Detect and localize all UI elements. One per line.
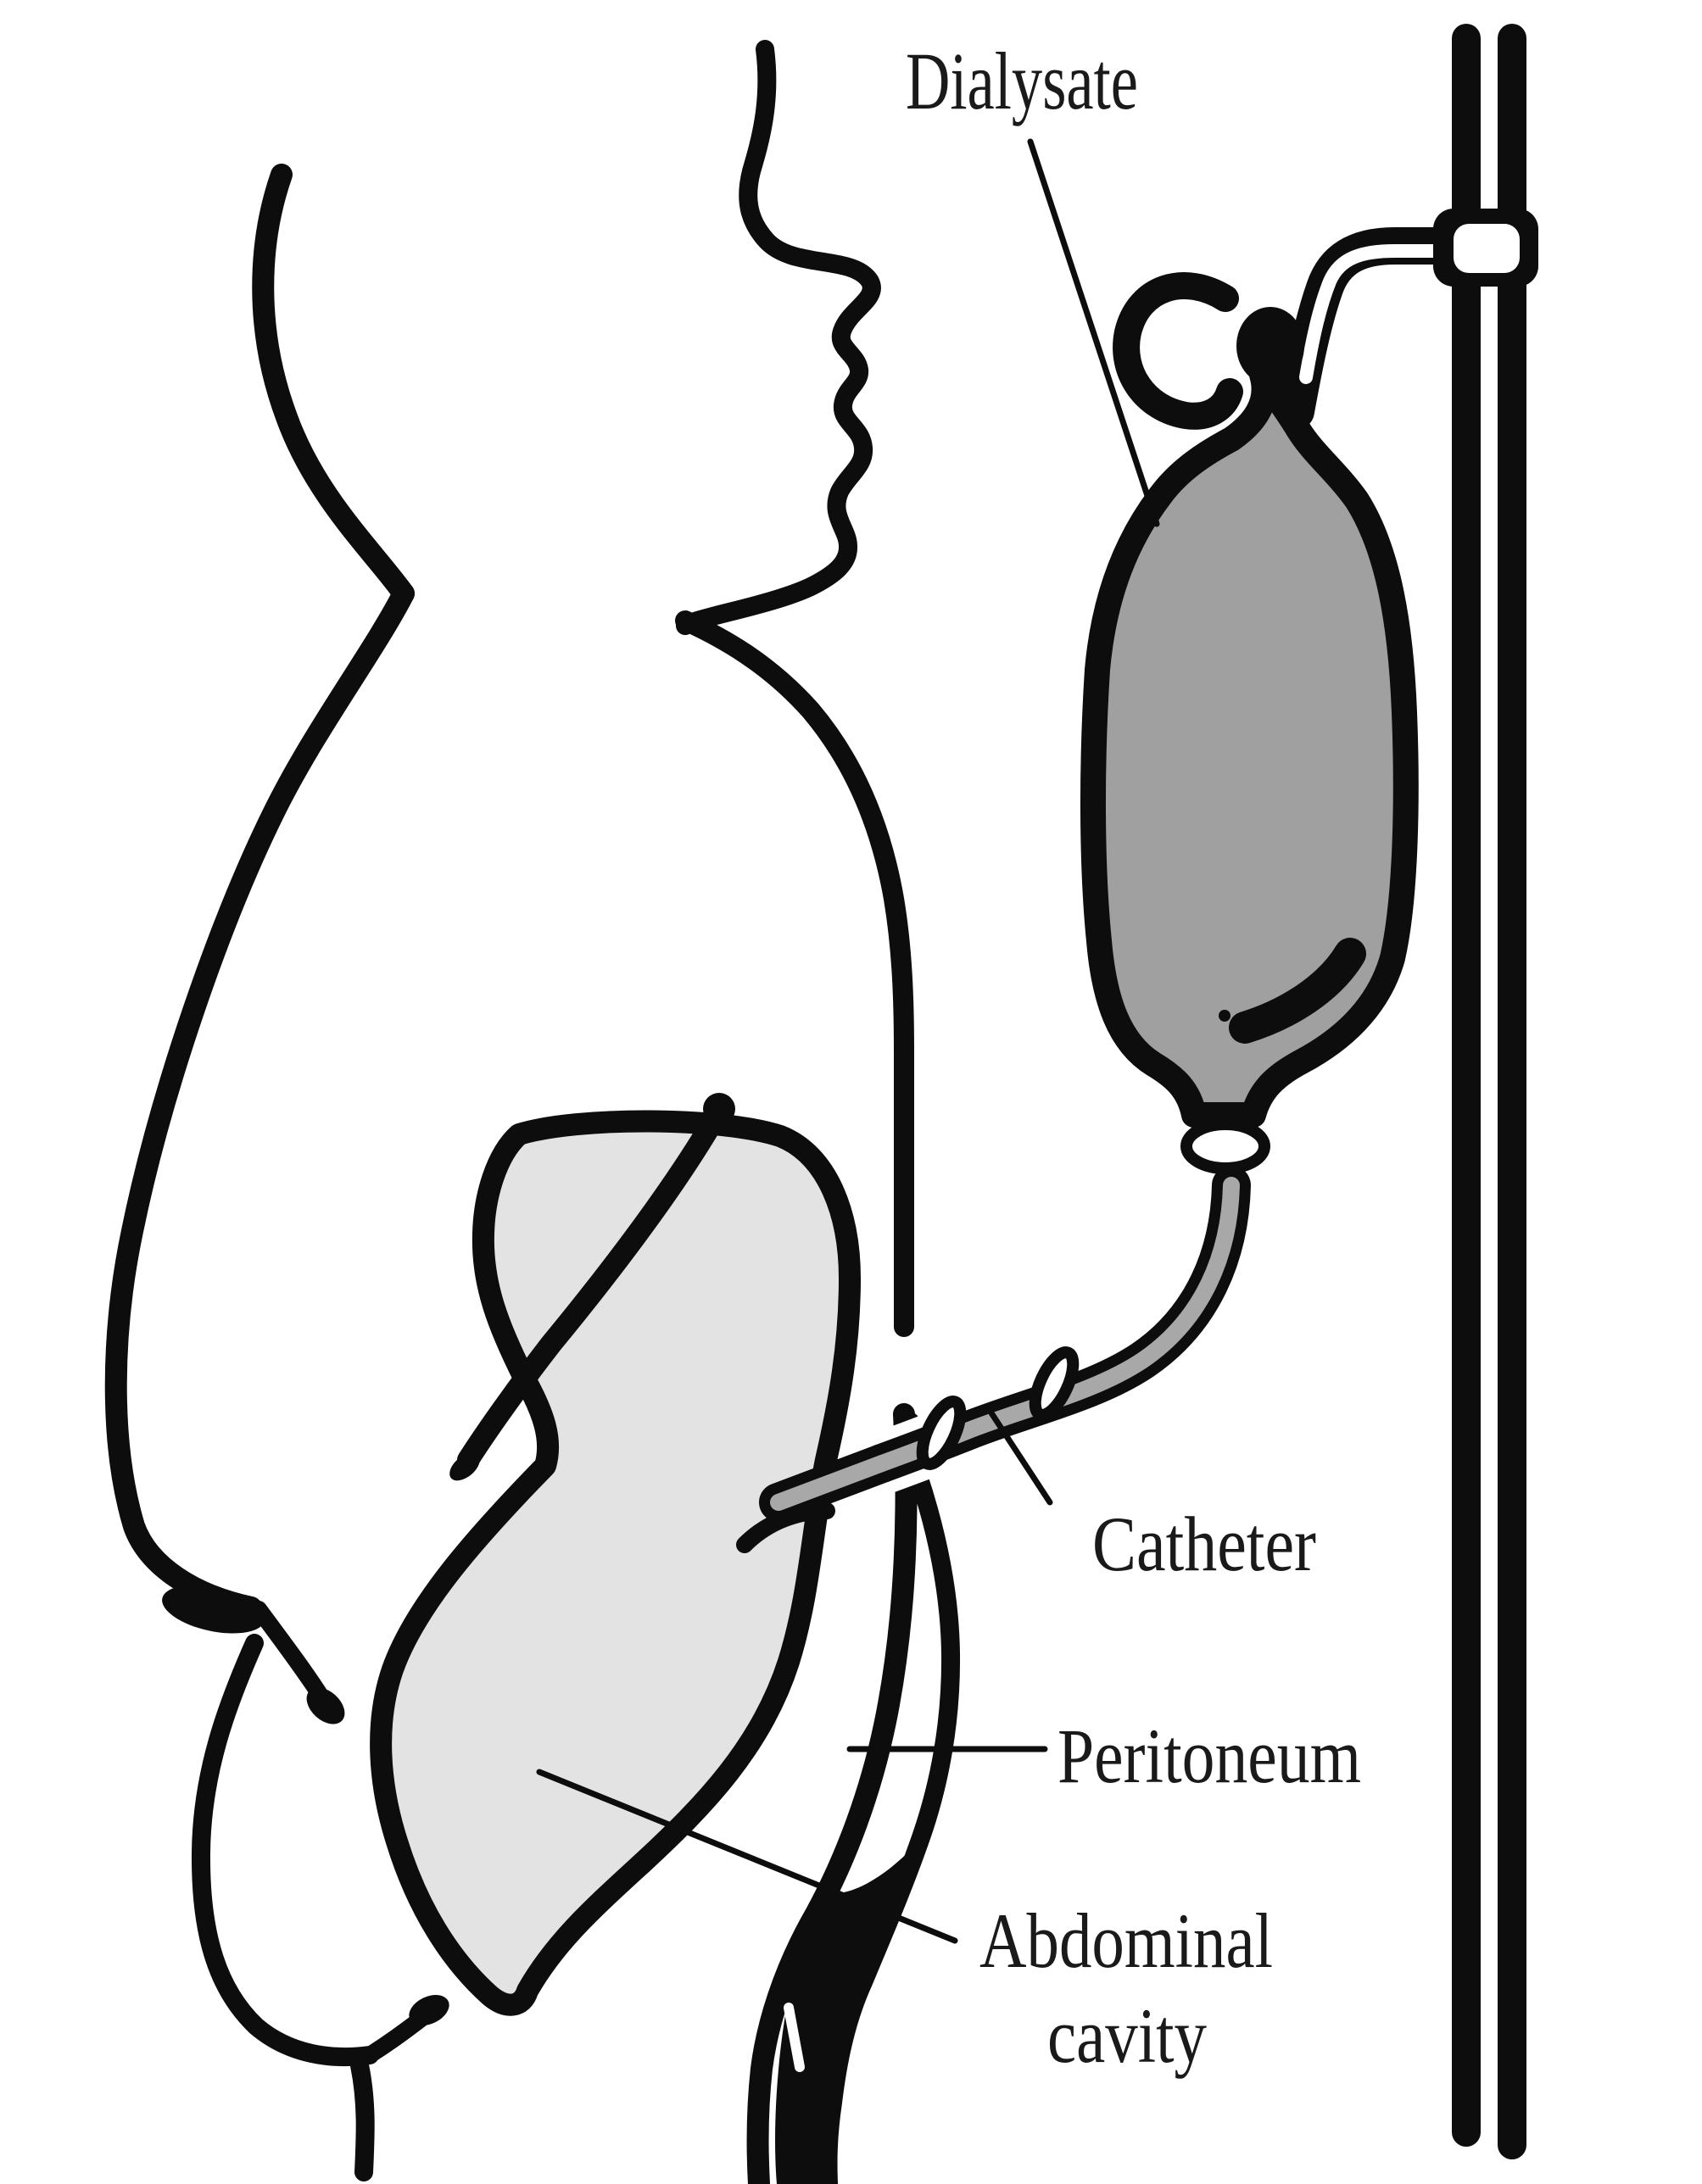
catheter-ring-outer xyxy=(1029,1346,1080,1421)
hip-horn-tip-blob xyxy=(306,1687,345,1724)
abdominal-wall xyxy=(746,1403,961,2184)
abdominal-cavity-label-line2: cavity xyxy=(1047,1992,1207,2079)
leg-tail-line xyxy=(350,2056,375,2181)
hanger-arm xyxy=(1277,209,1538,430)
dialysate-bag-group xyxy=(1080,272,1419,1128)
front-wall-wedge xyxy=(775,1840,920,2184)
shoulder-blob xyxy=(703,1093,735,1125)
knee-blob xyxy=(409,1995,449,2025)
pole-left-bar xyxy=(1452,24,1481,2147)
face-profile-line xyxy=(676,40,881,635)
catheter-label: Catheter xyxy=(1092,1501,1316,1587)
back-line xyxy=(104,582,415,1618)
bag-shine-mark xyxy=(1229,938,1366,1044)
hip-joint-blob xyxy=(162,1585,265,1634)
bag-shine-dot xyxy=(1219,1010,1230,1022)
chest-front-line xyxy=(675,610,914,1337)
front-wall-outer-line xyxy=(746,1403,918,2184)
catheter-tubing xyxy=(759,1118,1270,1522)
abdominal-cavity-label-line1: Abdominal xyxy=(979,1897,1273,1984)
pole-right-bar xyxy=(1498,24,1526,2159)
bag-body xyxy=(1080,362,1419,1128)
abdominal-cavity-leader-line xyxy=(536,1769,958,1944)
pole-joint-core xyxy=(1454,224,1520,273)
catheter-leader-line xyxy=(985,1406,1053,1506)
head-back-line xyxy=(252,164,415,604)
peritoneum-label: Peritoneum xyxy=(1057,1713,1361,1799)
hip-crease-horn xyxy=(250,1601,329,1704)
abdominal-cavity-shape xyxy=(370,1110,861,2016)
dialysate-label: Dialysate xyxy=(906,36,1138,126)
catheter-ring-inner xyxy=(916,1396,967,1470)
front-wall-slit xyxy=(784,2003,805,2072)
annotations: Dialysate Catheter Peritoneum Abdominal … xyxy=(536,36,1361,2079)
arm-line xyxy=(457,1100,730,1471)
hand-blob xyxy=(449,1452,480,1481)
front-wall-spur xyxy=(787,1889,823,1958)
dialysate-leader-line xyxy=(1027,138,1160,527)
hanger-tube-core xyxy=(1299,244,1459,384)
tube-core-entry xyxy=(770,1455,890,1511)
patient-outline xyxy=(104,40,914,2181)
bag-connector-ring xyxy=(1180,1118,1270,1174)
bag-hook-curl xyxy=(1113,272,1243,430)
iv-pole xyxy=(1452,24,1526,2159)
buttock-leg-line xyxy=(191,1634,379,2067)
